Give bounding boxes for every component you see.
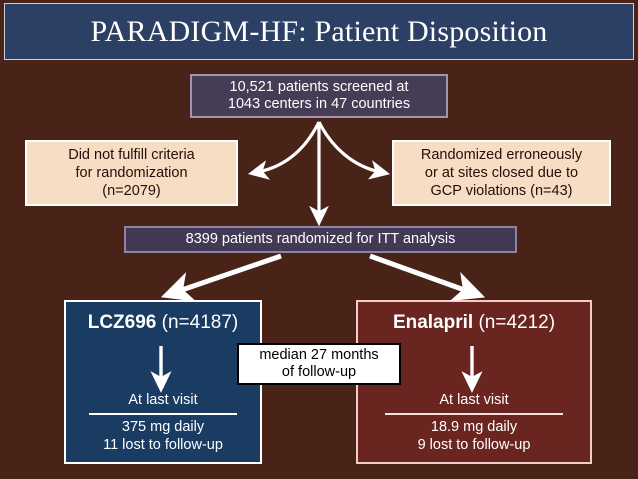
- page-title: PARADIGM-HF: Patient Disposition: [90, 14, 548, 48]
- criteria-line-3: (n=2079): [102, 183, 161, 199]
- median-followup-line-2: of follow-up: [281, 364, 357, 380]
- arm-enalapril-lost: 9 lost to follow-up: [417, 437, 531, 453]
- erroneous-line-1: Randomized erroneously: [420, 147, 583, 163]
- arm-enalapril-n: (n=4212): [478, 312, 556, 333]
- callout-median-followup: median 27 months of follow-up: [237, 343, 401, 385]
- slide-title-bar: PARADIGM-HF: Patient Disposition: [4, 3, 634, 60]
- arrow-screened-to-erroneous: [317, 121, 391, 180]
- screened-line-1: 10,521 patients screened at: [229, 79, 409, 95]
- box-randomized-erroneously: Randomized erroneously or at sites close…: [392, 140, 611, 206]
- arm-lcz696-footer: At last visit 375 mg daily 11 lost to fo…: [66, 391, 260, 454]
- arm-enalapril-divider: [385, 413, 563, 415]
- erroneous-line-3: GCP violations (n=43): [430, 183, 573, 199]
- median-followup-line-1: median 27 months: [259, 347, 379, 363]
- arm-lcz696-lost: 11 lost to follow-up: [103, 437, 223, 453]
- arrow-enalapril-down: [461, 346, 483, 393]
- arm-lcz696-dose: 375 mg daily: [121, 419, 205, 435]
- arm-lcz696-drug: LCZ696: [87, 312, 157, 333]
- arrow-lcz696-down: [150, 346, 172, 393]
- arm-enalapril-footer: At last visit 18.9 mg daily 9 lost to fo…: [358, 391, 590, 454]
- arm-enalapril-dose: 18.9 mg daily: [430, 419, 518, 435]
- arrow-itt-to-lcz696: [160, 253, 282, 302]
- box-arm-lcz696: LCZ696 (n=4187) At last visit 375 mg dai…: [64, 300, 262, 464]
- arm-lcz696-n: (n=4187): [161, 312, 239, 333]
- arrow-screened-to-criteria: [247, 121, 321, 180]
- itt-text: 8399 patients randomized for ITT analysi…: [185, 231, 456, 247]
- criteria-line-2: for randomization: [75, 165, 188, 181]
- arm-lcz696-last-visit: At last visit: [128, 392, 198, 408]
- box-itt-randomized: 8399 patients randomized for ITT analysi…: [124, 226, 517, 253]
- box-patients-screened: 10,521 patients screened at 1043 centers…: [190, 74, 448, 118]
- arrow-itt-to-enalapril: [369, 253, 486, 302]
- arm-lcz696-divider: [89, 413, 237, 415]
- arm-lcz696-heading: LCZ696 (n=4187): [66, 302, 260, 334]
- arm-enalapril-drug: Enalapril: [392, 312, 474, 333]
- erroneous-line-2: or at sites closed due to: [424, 165, 579, 181]
- box-did-not-fulfill-criteria: Did not fulfill criteria for randomizati…: [25, 140, 238, 206]
- arm-enalapril-last-visit: At last visit: [439, 392, 509, 408]
- arm-enalapril-heading: Enalapril (n=4212): [358, 302, 590, 334]
- criteria-line-1: Did not fulfill criteria: [68, 147, 195, 163]
- screened-line-2: 1043 centers in 47 countries: [227, 96, 411, 112]
